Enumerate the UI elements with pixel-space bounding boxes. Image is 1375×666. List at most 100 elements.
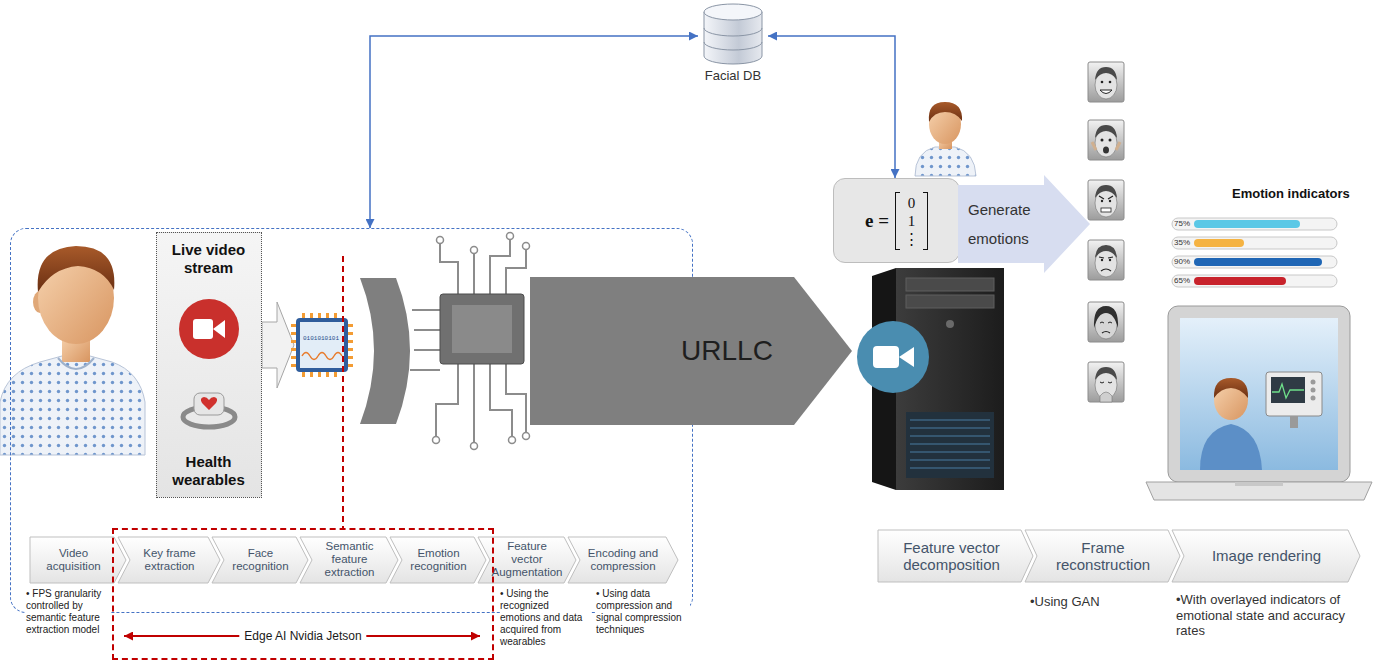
connector-arrow xyxy=(768,36,895,178)
laptop xyxy=(1235,482,1283,486)
emotion-bars xyxy=(1172,218,1337,230)
emotion-bars xyxy=(1194,239,1244,247)
circuit-board xyxy=(523,433,530,440)
emotion-faces xyxy=(1095,67,1117,80)
patient-figure xyxy=(38,246,115,292)
emotion-faces xyxy=(1099,196,1113,199)
step-label: Image rendering xyxy=(1186,547,1347,564)
circuit-board xyxy=(360,233,530,450)
emotion-faces xyxy=(1100,382,1112,383)
emotion-faces xyxy=(1102,332,1110,334)
microchip xyxy=(291,364,296,367)
vector-symbol: e = xyxy=(865,210,889,232)
emotion-faces xyxy=(1100,322,1112,323)
emotion-bars xyxy=(1172,275,1337,287)
emotion-faces xyxy=(1088,62,1124,102)
emotion-faces xyxy=(1101,81,1104,84)
emotion-faces xyxy=(1094,306,1118,328)
microchip xyxy=(348,324,353,327)
circuit-board xyxy=(360,278,410,424)
circuit-board xyxy=(410,236,526,446)
circuit-board xyxy=(433,233,530,450)
pipeline-step: Feature vector decomposition xyxy=(878,530,1033,582)
matrix-bracket xyxy=(895,192,900,250)
camera-icon xyxy=(899,347,914,367)
input-icons xyxy=(200,397,216,410)
input-icons xyxy=(213,320,225,338)
microchip xyxy=(291,324,296,327)
input-icons xyxy=(179,299,239,359)
boundary-line xyxy=(342,256,344,528)
emotion-faces xyxy=(1095,367,1117,380)
pipeline-step: Frame reconstruction xyxy=(1025,530,1180,582)
laptop xyxy=(1146,482,1372,500)
microchip xyxy=(348,356,353,359)
server-tower xyxy=(906,295,994,308)
emotion-faces xyxy=(1095,125,1117,138)
circuit-board xyxy=(410,369,440,371)
chevron-shape xyxy=(1172,530,1360,582)
patient-icon xyxy=(915,147,976,176)
server-tower xyxy=(946,320,954,328)
emotion-faces xyxy=(1092,142,1120,150)
patient-icon xyxy=(915,102,976,176)
emotion-bars xyxy=(1172,256,1337,268)
laptop xyxy=(1200,424,1262,470)
group-label: Edge AI Nvidia Jetson xyxy=(239,628,366,644)
generate-arrow-shape xyxy=(958,175,1090,273)
circuit-board xyxy=(471,247,478,254)
emotion-bars xyxy=(1194,220,1300,228)
microchip xyxy=(326,372,329,377)
percent-value: 75% xyxy=(1174,218,1190,230)
circuit-board xyxy=(523,243,530,250)
emotion-faces xyxy=(1088,362,1124,402)
laptop xyxy=(1271,377,1305,403)
vector-matrix: 01⋮ xyxy=(895,192,928,250)
microchip xyxy=(291,348,296,351)
microchip xyxy=(296,318,348,372)
emotion-faces xyxy=(1088,120,1124,160)
step-note: • FPS granularity controlled by semantic… xyxy=(26,588,110,636)
laptop xyxy=(1272,384,1304,398)
emotion-faces xyxy=(1088,120,1124,160)
panel-heading: Live video stream xyxy=(161,241,257,277)
patient-figure xyxy=(0,246,145,455)
chip-code: 0101010101 xyxy=(301,335,341,342)
server-tower xyxy=(910,420,990,468)
circuit-board xyxy=(414,329,440,331)
input-icons xyxy=(164,277,254,453)
laptop xyxy=(1168,306,1350,482)
chevron-shape xyxy=(390,537,486,583)
pipeline-step: Key frame extraction xyxy=(118,537,220,583)
emotion-faces xyxy=(1088,240,1124,280)
circuit-board xyxy=(452,305,512,353)
network-label: URLLC xyxy=(640,335,814,367)
edge-ai-group: Key frame extractionFace recognitionSema… xyxy=(112,528,494,660)
arrow-label: Generate emotions xyxy=(968,196,1042,253)
laptop xyxy=(1311,380,1316,385)
microchip xyxy=(302,372,305,377)
circuit-board xyxy=(473,364,475,446)
matrix-bracket xyxy=(923,192,928,250)
emotion-faces xyxy=(1103,147,1109,154)
microchip xyxy=(302,313,305,318)
input-icons xyxy=(194,393,224,415)
step-label: Semantic feature extraction xyxy=(314,540,385,580)
camera-icon xyxy=(857,321,929,393)
microchip xyxy=(348,340,353,343)
chevron-shape xyxy=(878,530,1033,582)
database-label: Facial DB xyxy=(698,68,768,83)
emotion-faces xyxy=(1088,180,1124,220)
circuit-board xyxy=(509,437,516,444)
microchip xyxy=(334,313,337,318)
step-label: Feature vector Augmentation xyxy=(492,540,563,580)
step-label: Video acquisition xyxy=(35,546,113,572)
circuit-board xyxy=(437,237,444,244)
camera-icon xyxy=(873,346,899,368)
server-tower xyxy=(906,412,994,478)
circuit-board xyxy=(473,250,475,294)
flow-arrow xyxy=(262,302,294,388)
camera-icon xyxy=(857,321,929,393)
circuit-board xyxy=(414,349,440,351)
circuit-board xyxy=(436,364,458,440)
